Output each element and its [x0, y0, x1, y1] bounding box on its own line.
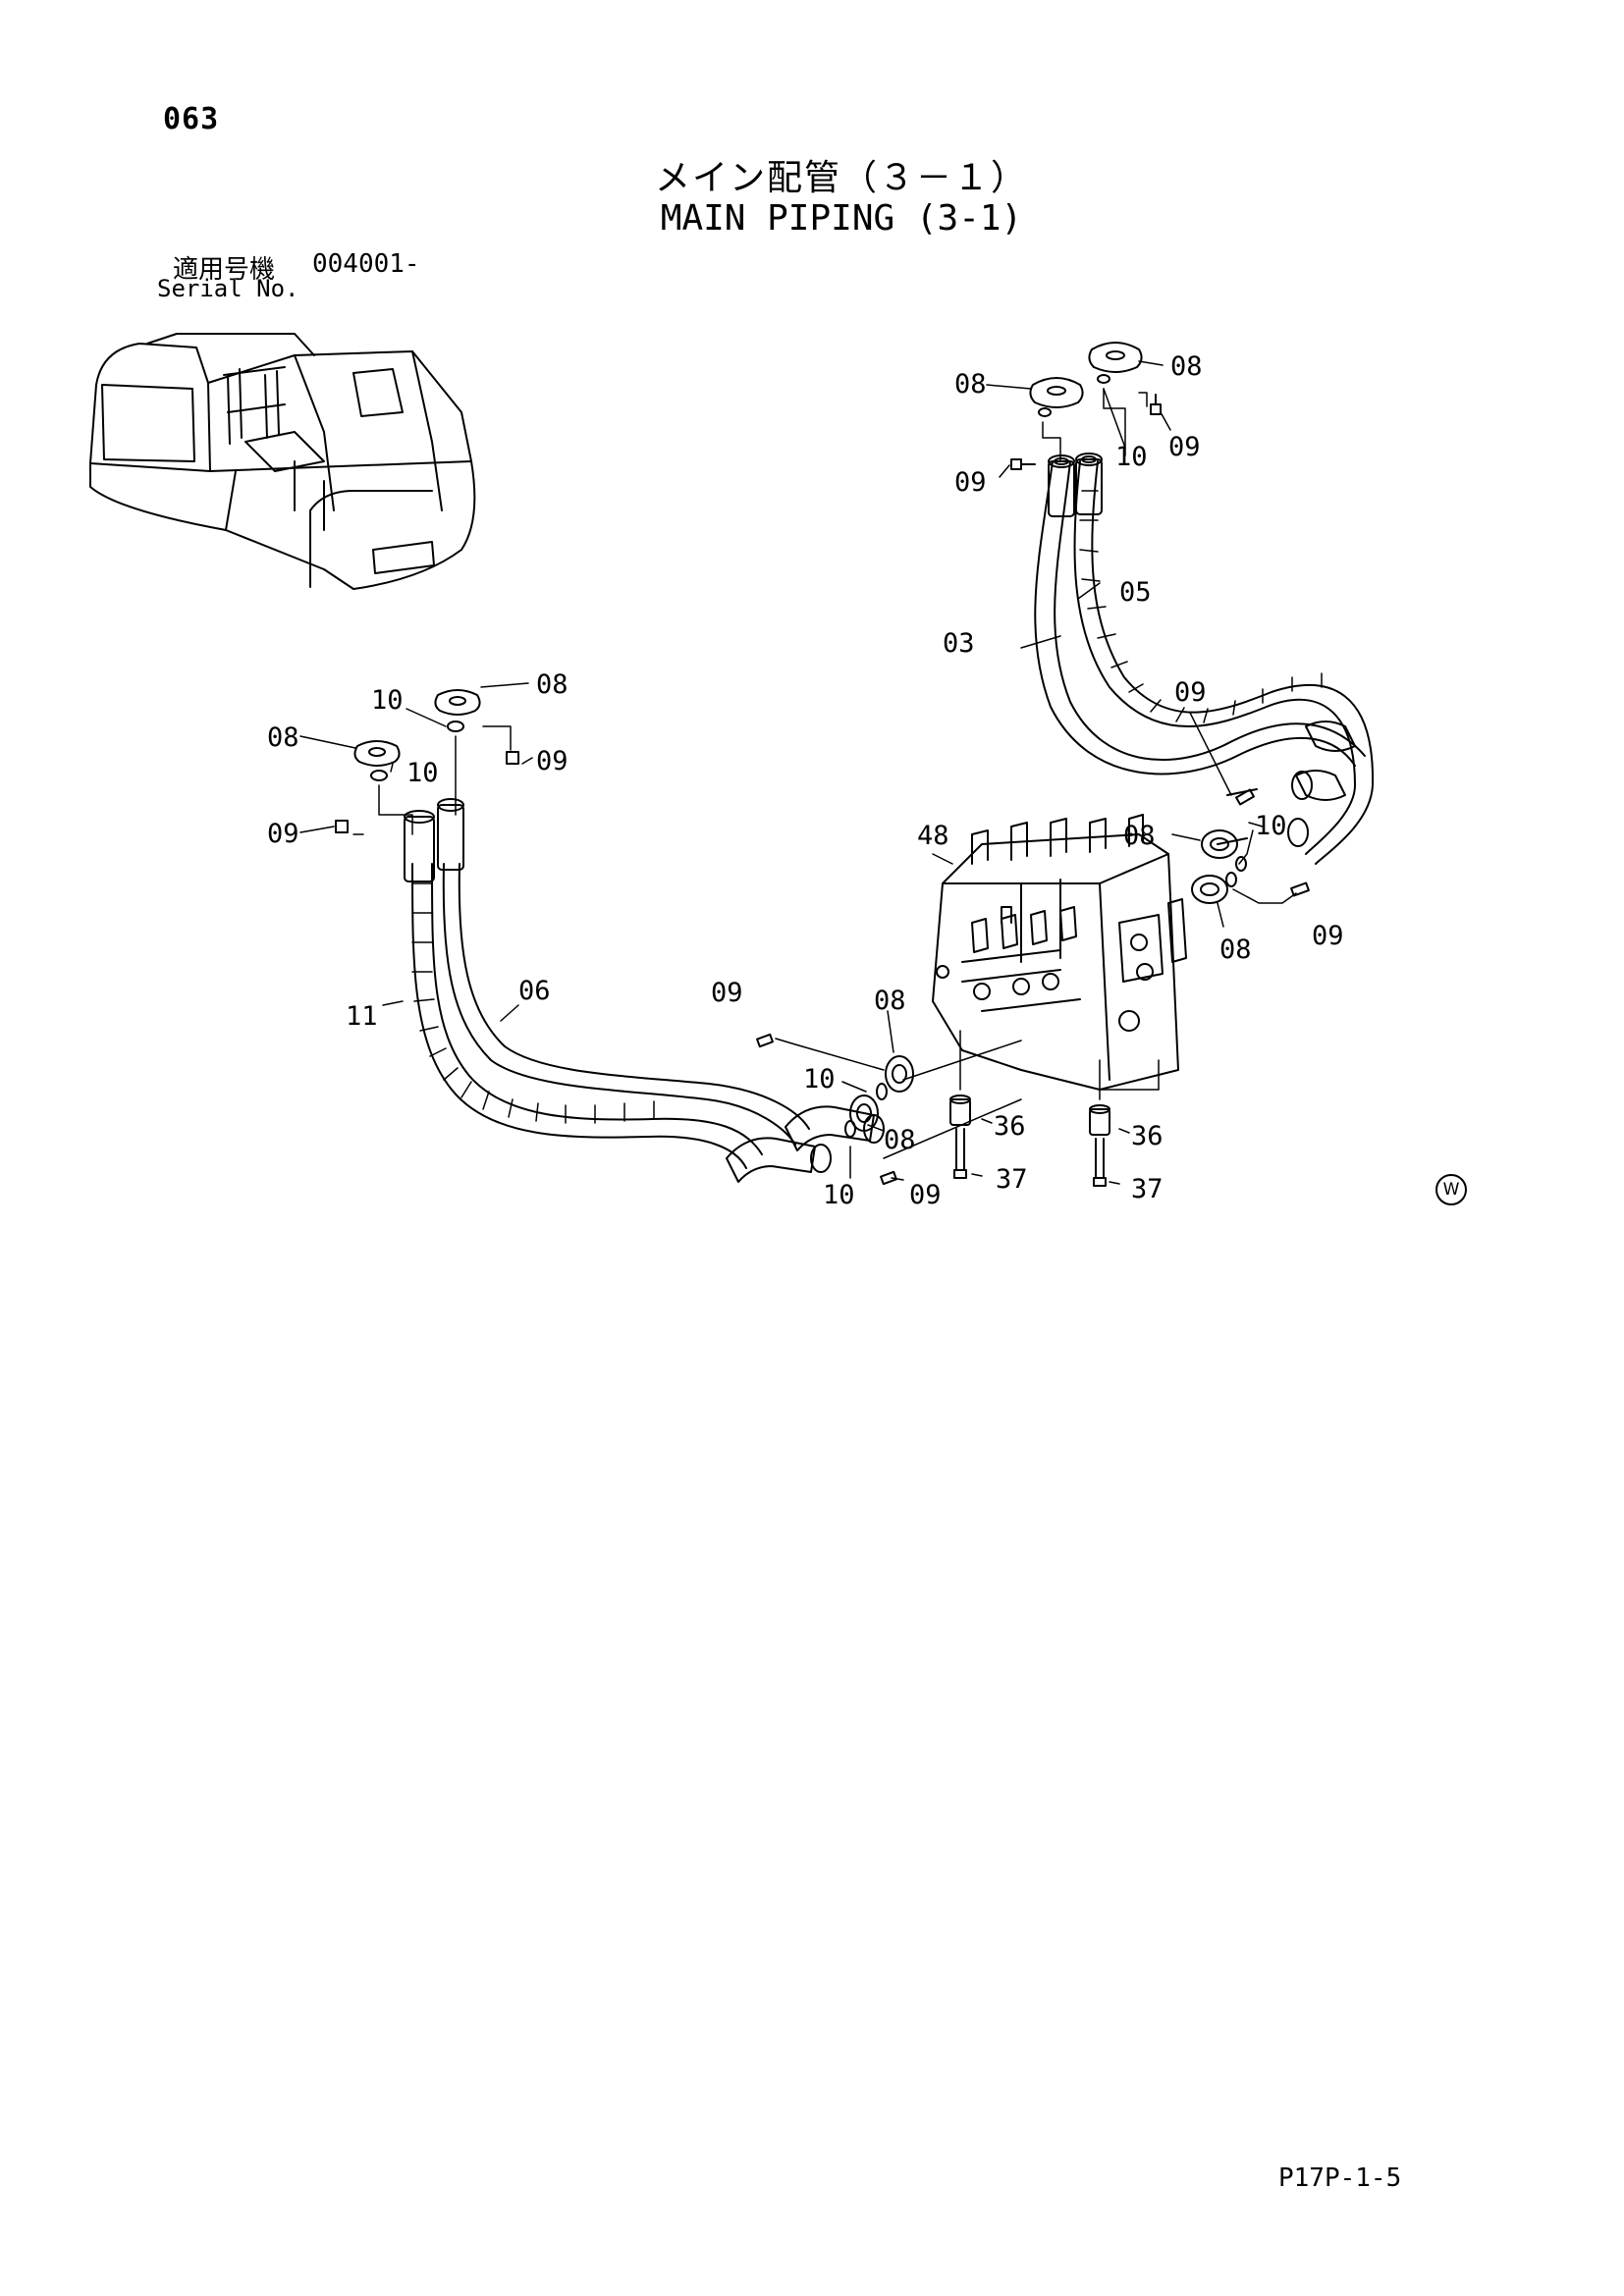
callout-label: 03: [943, 628, 975, 659]
callout-label: 05: [1119, 577, 1152, 608]
callout-label: 08: [267, 722, 299, 753]
callout-label: 09: [1174, 677, 1207, 708]
flange-08-bottom: [756, 1033, 914, 1186]
drawing-code: P17P-1-5: [1278, 2163, 1402, 2193]
serial-number-range: 004001-: [312, 249, 420, 279]
callout-label: 08: [536, 669, 568, 700]
callout-label: 37: [1131, 1174, 1164, 1204]
callout-label: 48: [917, 821, 949, 851]
callout-label: 08: [1123, 821, 1156, 851]
callout-labels: 08 08 09 10 09 05 03 10 08 08 10 09 09 0…: [267, 351, 1344, 1210]
callout-label: 08: [1170, 351, 1203, 382]
callout-label: 10: [406, 758, 439, 788]
callout-label: 09: [1312, 921, 1344, 951]
excavator-locator-illustration: [89, 333, 476, 590]
leader-lines-right: [1171, 712, 1297, 928]
callout-label: 36: [994, 1111, 1026, 1142]
serial-label-japanese: 適用号機: [173, 255, 276, 285]
callout-label: 06: [518, 976, 551, 1006]
callout-label: 10: [1115, 442, 1148, 472]
callout-label: 09: [909, 1180, 942, 1210]
leader-lines-valve: [932, 853, 1160, 1185]
callout-label: 09: [536, 746, 568, 776]
flange-08-top: [1029, 342, 1143, 417]
hose-spiral-guard-left: [411, 882, 655, 1124]
callout-label: 09: [954, 467, 987, 498]
hose-03: [1034, 460, 1366, 775]
spacer-36-and-bolt-37: [949, 1095, 1110, 1187]
title-english: MAIN PIPING (3-1): [660, 198, 1023, 239]
callout-label: 36: [1131, 1121, 1164, 1151]
control-valve-48: [932, 814, 1187, 1091]
callout-label: 10: [823, 1180, 855, 1210]
callout-label: 11: [346, 1001, 378, 1032]
callout-label: 08: [884, 1125, 916, 1155]
revision-mark-circle: W: [1435, 1174, 1467, 1205]
hose-spiral-guard-right: [1079, 490, 1323, 723]
callout-label: 09: [267, 819, 299, 849]
bolts-09-top: [1010, 394, 1162, 470]
hose-11: [411, 863, 763, 1169]
callout-label: 08: [1219, 934, 1252, 965]
fitting-right-top: [1048, 453, 1103, 517]
callout-label: 09: [1168, 432, 1201, 462]
callout-label: 10: [371, 685, 404, 716]
leader-lines-left: [299, 682, 1022, 1181]
callout-label: 09: [711, 978, 743, 1008]
hose-06: [442, 863, 810, 1146]
callout-label: 08: [954, 369, 987, 400]
callout-label: 10: [1255, 811, 1287, 841]
callout-label: 37: [996, 1164, 1028, 1195]
fitting-left-top: [404, 798, 464, 882]
flange-08-right: [1191, 788, 1310, 904]
hose-05: [1073, 460, 1375, 865]
fitting-right-elbow: [1217, 721, 1356, 847]
title-japanese: メイン配管（３－１）: [654, 158, 1028, 198]
serial-label-english: Serial No.: [157, 275, 299, 302]
flange-08-left: [335, 689, 519, 833]
page-number: 063: [163, 102, 220, 136]
leader-lines-top: [986, 360, 1171, 649]
fitting-left-bottom: [726, 1105, 885, 1183]
callout-label: 10: [803, 1064, 836, 1095]
callout-label: 08: [874, 986, 906, 1016]
